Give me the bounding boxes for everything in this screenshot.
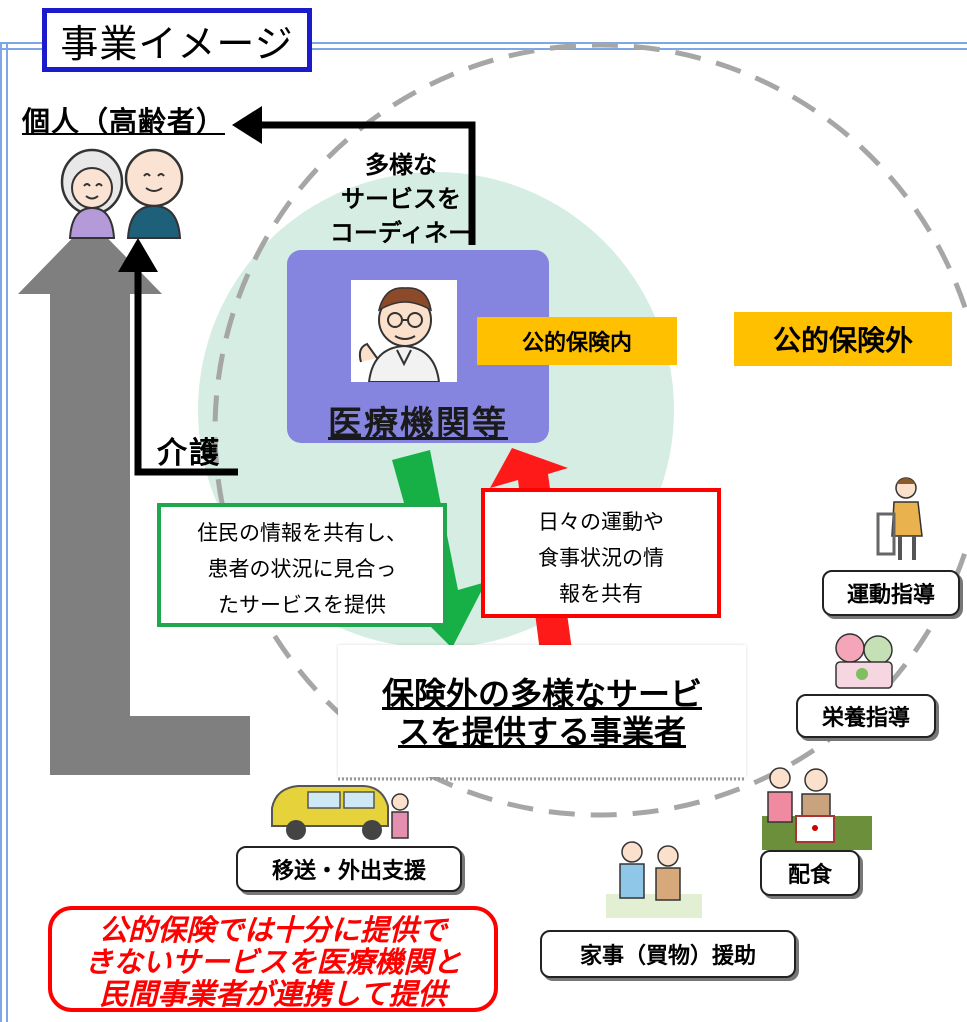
elderly-couple-icon — [60, 148, 184, 239]
page-title: 事業イメージ — [42, 8, 312, 72]
person-label: 個人（高齢者） — [22, 105, 226, 138]
shopping-help-icon — [606, 841, 702, 918]
frame-top-border — [0, 42, 967, 50]
note-line-1: 公的保険では十分に提供で — [98, 913, 447, 947]
insurance-inside-label: 公的保険内 — [477, 317, 677, 365]
meal-delivery-icon — [762, 767, 872, 850]
note-line-2: きないサービスを医療機関と — [84, 945, 462, 979]
exercise-guidance-label: 運動指導 — [822, 570, 960, 616]
share-info-line-2: 患者の状況に見合っ — [207, 557, 397, 581]
large-gray-arrow — [18, 220, 250, 775]
care-arrow-head — [118, 238, 158, 272]
doctor-icon — [351, 280, 457, 382]
coordinate-arrow-line — [258, 121, 476, 245]
coordinate-arrow-head — [232, 106, 262, 144]
collaboration-note: 公的保険では十分に提供で きないサービスを医療機関と 民間事業者が連携して提供 — [48, 906, 498, 1012]
care-arrow-line — [134, 268, 238, 476]
frame-left-border — [0, 42, 8, 1022]
non-insurance-dashed-circle — [212, 42, 967, 818]
share-info-line-1: 住民の情報を共有し、 — [197, 521, 407, 545]
coordinate-line-1: 多様な — [365, 151, 437, 179]
note-line-3: 民間事業者が連携して提供 — [99, 977, 447, 1011]
provider-line-2: スを提供する事業者 — [397, 713, 686, 751]
insurance-outside-label: 公的保険外 — [734, 312, 952, 366]
housework-help-label: 家事（買物）援助 — [540, 930, 796, 978]
transport-car-icon — [271, 785, 409, 840]
walking-exercise-icon — [876, 477, 923, 560]
daily-info-box: 日々の運動や 食事状況の情 報を共有 — [481, 488, 721, 618]
meal-delivery-label: 配食 — [760, 850, 860, 896]
provider-box: 保険外の多様なサービ スを提供する事業者 — [338, 645, 746, 777]
share-info-line-3: たサービスを提供 — [218, 593, 386, 617]
coordinate-line-2: サービスを — [341, 185, 461, 213]
provider-line-1: 保険外の多様なサービ — [381, 675, 702, 713]
daily-info-line-1: 日々の運動や — [538, 510, 664, 534]
share-info-box: 住民の情報を共有し、 患者の状況に見合っ たサービスを提供 — [157, 503, 447, 627]
daily-info-line-2: 食事状況の情 — [538, 546, 664, 570]
nutrition-guidance-label: 栄養指導 — [796, 694, 936, 738]
daily-info-line-3: 報を共有 — [559, 582, 643, 606]
medical-institution-label: 医療機関等 — [328, 404, 508, 444]
nutrition-food-icon — [835, 633, 893, 689]
transport-support-label: 移送・外出支援 — [236, 846, 462, 892]
care-label: 介護 — [157, 436, 221, 471]
